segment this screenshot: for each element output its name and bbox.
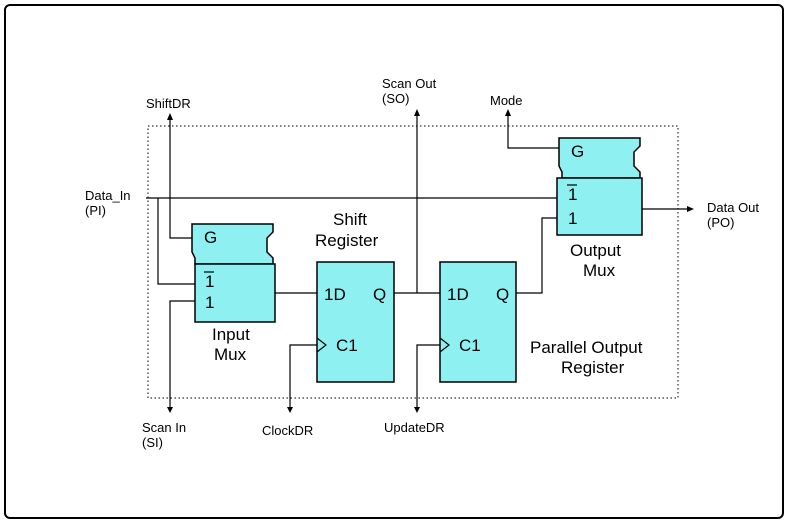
output-mux-title-2: Mux [583, 261, 616, 280]
output-mux-title-1: Output [570, 241, 621, 260]
scan-in-wire [169, 300, 195, 410]
shiftdr-label: ShiftDR [146, 96, 191, 111]
shiftdr-arrow [167, 113, 173, 120]
scan-in-arrow [167, 407, 173, 413]
output-mux-input-1: 1 [568, 209, 577, 228]
scan-in-abbr-label: (SI) [142, 435, 163, 450]
parallel-register-clock-icon [439, 337, 450, 353]
shift-register-block [316, 261, 395, 383]
cell-boundary [147, 125, 679, 399]
input-mux-input-1: 1 [205, 293, 214, 312]
data-out-abbr-label: (PO) [707, 215, 734, 230]
data-out-arrow [687, 206, 694, 212]
data-in-to-input-mux-wire [157, 198, 195, 285]
mode-label: Mode [490, 93, 523, 108]
input-mux-input-0: 1 [205, 272, 214, 291]
parallel-register-q: Q [496, 285, 509, 304]
scan-out-arrow [414, 109, 420, 116]
data-out-label: Data Out [707, 200, 759, 215]
parallel-register-d: 1D [447, 285, 469, 304]
input-mux-title-1: Input [212, 325, 250, 344]
shift-register-d: 1D [324, 285, 346, 304]
parallel-register-title-2: Register [561, 358, 625, 377]
shift-register-title-1: Shift [333, 210, 367, 229]
parallel-register-title-1: Parallel Output [530, 338, 643, 357]
scan-in-label: Scan In [142, 420, 186, 435]
clockdr-label: ClockDR [262, 423, 313, 438]
data-in-label: Data_In [85, 188, 131, 203]
scan-out-label: Scan Out [382, 76, 437, 91]
clockdr-wire [289, 344, 317, 410]
shift-register-title-2: Register [315, 231, 379, 250]
updatedr-wire [416, 344, 440, 410]
scan-out-abbr-label: (SO) [382, 91, 409, 106]
parallel-register-block [439, 261, 517, 383]
input-mux-g-label: G [204, 228, 217, 247]
output-mux-g-label: G [571, 142, 584, 161]
shift-register-q: Q [373, 285, 386, 304]
mode-wire [507, 112, 559, 149]
input-mux-title-2: Mux [214, 345, 247, 364]
parallel-q-wire [516, 217, 557, 294]
output-mux-input-0: 1 [568, 185, 577, 204]
output-mux-g-block [558, 137, 641, 179]
data-in-abbr-label: (PI) [85, 203, 106, 218]
input-mux-body [194, 263, 276, 323]
clockdr-arrow [287, 407, 293, 413]
input-mux-g-block [191, 223, 274, 265]
shift-register-c: C1 [336, 336, 358, 355]
mode-arrow [505, 109, 511, 116]
shiftdr-wire [169, 118, 192, 239]
updatedr-arrow [414, 407, 420, 413]
parallel-register-c: C1 [459, 336, 481, 355]
shift-register-clock-icon [316, 337, 327, 353]
output-mux-body [556, 177, 643, 236]
updatedr-label: UpdateDR [384, 420, 445, 435]
